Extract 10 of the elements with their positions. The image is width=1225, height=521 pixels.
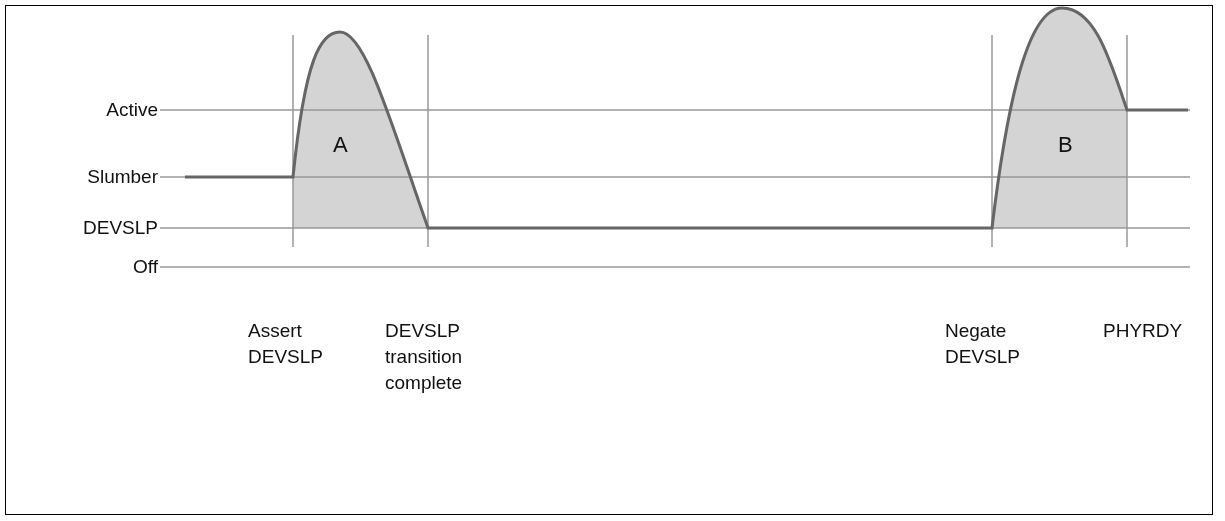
region-label: A [333,132,349,158]
level-label: Off [132,255,158,279]
level-label: DEVSLP [82,216,158,240]
level-label: Active [105,98,158,122]
region-label: B [1058,132,1074,158]
level-label: Slumber [86,165,158,189]
event-label: Negate DEVSLP [945,319,1021,369]
event-label: Assert DEVSLP [248,319,324,369]
event-label: PHYRDY [1103,319,1184,343]
event-label: DEVSLP transition complete [385,319,464,395]
